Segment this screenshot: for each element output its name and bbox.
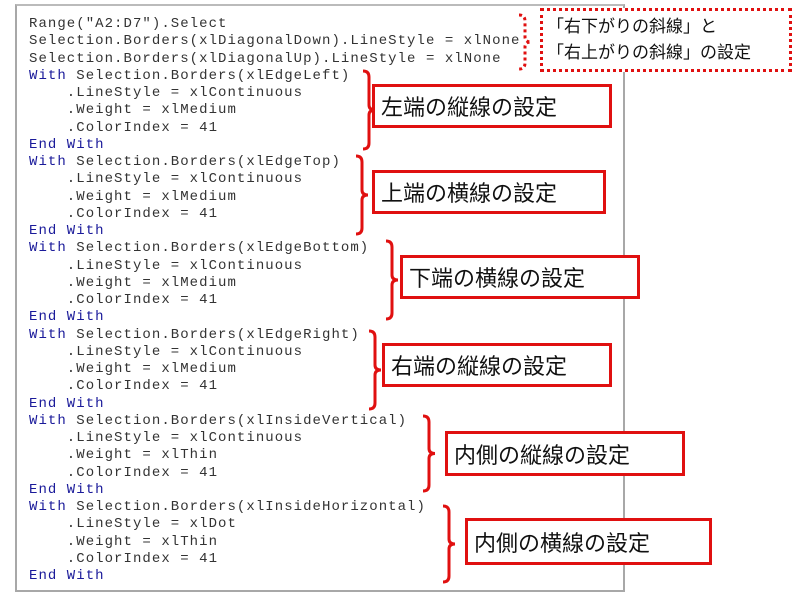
code-keyword: End With bbox=[29, 481, 105, 498]
code-text: .Weight = xlThin bbox=[29, 447, 219, 464]
code-line: .LineStyle = xlContinuous bbox=[29, 258, 303, 275]
code-keyword: With bbox=[29, 412, 67, 429]
brace-icon bbox=[385, 239, 399, 321]
code-text: .ColorIndex = 41 bbox=[29, 378, 219, 395]
annotation-left: 左端の縦線の設定 bbox=[372, 84, 612, 128]
code-text: .ColorIndex = 41 bbox=[29, 205, 219, 222]
code-text: .LineStyle = xlContinuous bbox=[29, 343, 304, 360]
code-keyword: End With bbox=[29, 568, 105, 584]
code-keyword: End With bbox=[29, 309, 105, 326]
code-line: .Weight = xlThin bbox=[29, 447, 218, 464]
code-text: Range("A2:D7").Select bbox=[29, 16, 228, 32]
code-text: .ColorIndex = 41 bbox=[29, 119, 219, 136]
code-text: .LineStyle = xlContinuous bbox=[29, 257, 304, 274]
code-line: End With bbox=[29, 482, 105, 499]
code-text: .LineStyle = xlContinuous bbox=[29, 85, 304, 101]
code-line: .Weight = xlMedium bbox=[29, 102, 237, 119]
code-line: Range("A2:D7").Select bbox=[29, 16, 227, 33]
annotation-diagonal-line1: 「右下がりの斜線」と bbox=[547, 17, 717, 37]
code-keyword: With bbox=[29, 499, 67, 515]
code-text: .Weight = xlMedium bbox=[29, 102, 237, 119]
code-line: End With bbox=[29, 309, 105, 326]
code-keyword: With bbox=[29, 326, 67, 343]
code-line: .LineStyle = xlContinuous bbox=[29, 171, 303, 188]
annotation-inside-vertical: 内側の縦線の設定 bbox=[445, 431, 685, 476]
code-text: Selection.Borders(xlInsideHorizontal) bbox=[66, 499, 426, 515]
annotation-inside-horizontal: 内側の横線の設定 bbox=[465, 518, 712, 565]
code-keyword: End With bbox=[29, 395, 105, 412]
code-text: .ColorIndex = 41 bbox=[29, 292, 219, 308]
annotation-top: 上端の横線の設定 bbox=[372, 170, 606, 214]
code-line: With Selection.Borders(xlInsideHorizonta… bbox=[29, 499, 426, 516]
code-text: Selection.Borders(xlEdgeRight) bbox=[66, 326, 360, 343]
code-line: .LineStyle = xlContinuous bbox=[29, 430, 303, 447]
code-line: .ColorIndex = 41 bbox=[29, 465, 218, 482]
code-line: .ColorIndex = 41 bbox=[29, 120, 218, 137]
code-text: .LineStyle = xlContinuous bbox=[29, 171, 304, 188]
code-line: .LineStyle = xlContinuous bbox=[29, 85, 303, 102]
annotation-bottom: 下端の横線の設定 bbox=[400, 255, 640, 299]
code-text: Selection.Borders(xlEdgeBottom) bbox=[66, 240, 370, 257]
code-line: .ColorIndex = 41 bbox=[29, 551, 218, 568]
code-text: Selection.Borders(xlDiagonalDown).LineSt… bbox=[29, 33, 521, 50]
code-keyword: With bbox=[29, 240, 67, 257]
code-text: Selection.Borders(xlInsideVertical) bbox=[66, 412, 408, 429]
code-text: Selection.Borders(xlEdgeTop) bbox=[66, 154, 341, 170]
code-line: .ColorIndex = 41 bbox=[29, 206, 218, 223]
code-line: .Weight = xlMedium bbox=[29, 275, 237, 292]
code-line: .Weight = xlMedium bbox=[29, 189, 237, 206]
brace-icon bbox=[368, 329, 382, 411]
annotation-diagonal-line2: 「右上がりの斜線」の設定 bbox=[547, 43, 751, 63]
code-text: .LineStyle = xlDot bbox=[29, 516, 237, 533]
code-line: With Selection.Borders(xlEdgeBottom) bbox=[29, 240, 369, 257]
code-line: With Selection.Borders(xlEdgeLeft) bbox=[29, 68, 350, 85]
code-text: .Weight = xlMedium bbox=[29, 188, 237, 205]
code-line: End With bbox=[29, 568, 105, 585]
code-line: Selection.Borders(xlDiagonalDown).LineSt… bbox=[29, 33, 520, 50]
code-line: .ColorIndex = 41 bbox=[29, 292, 218, 309]
code-line: End With bbox=[29, 396, 105, 413]
code-text: Selection.Borders(xlDiagonalUp).LineStyl… bbox=[29, 50, 502, 67]
code-text: Selection.Borders(xlEdgeLeft) bbox=[66, 67, 351, 84]
code-line: .Weight = xlMedium bbox=[29, 361, 237, 378]
brace-icon bbox=[442, 504, 456, 584]
code-keyword: With bbox=[29, 154, 67, 170]
code-text: .LineStyle = xlContinuous bbox=[29, 430, 304, 446]
annotation-diagonal: 「右下がりの斜線」と 「右上がりの斜線」の設定 bbox=[540, 8, 792, 72]
code-line: End With bbox=[29, 137, 105, 154]
code-line: End With bbox=[29, 223, 105, 240]
code-line: Selection.Borders(xlDiagonalUp).LineStyl… bbox=[29, 51, 502, 68]
code-text: .ColorIndex = 41 bbox=[29, 550, 219, 567]
code-line: With Selection.Borders(xlInsideVertical) bbox=[29, 413, 407, 430]
code-text: .Weight = xlMedium bbox=[29, 274, 237, 291]
annotation-right: 右端の縦線の設定 bbox=[382, 343, 612, 387]
brace-icon bbox=[362, 69, 376, 151]
code-keyword: End With bbox=[29, 223, 105, 239]
brace-icon bbox=[355, 154, 369, 236]
code-line: With Selection.Borders(xlEdgeTop) bbox=[29, 154, 341, 171]
code-keyword: End With bbox=[29, 136, 105, 153]
code-text: .Weight = xlThin bbox=[29, 533, 219, 550]
brace-icon bbox=[422, 414, 436, 493]
code-line: .Weight = xlThin bbox=[29, 534, 218, 551]
code-line: With Selection.Borders(xlEdgeRight) bbox=[29, 327, 360, 344]
code-text: .ColorIndex = 41 bbox=[29, 464, 219, 481]
code-keyword: With bbox=[29, 67, 67, 84]
code-line: .LineStyle = xlContinuous bbox=[29, 344, 303, 361]
code-text: .Weight = xlMedium bbox=[29, 361, 237, 377]
code-line: .LineStyle = xlDot bbox=[29, 516, 237, 533]
code-line: .ColorIndex = 41 bbox=[29, 378, 218, 395]
brace-icon bbox=[518, 13, 532, 71]
